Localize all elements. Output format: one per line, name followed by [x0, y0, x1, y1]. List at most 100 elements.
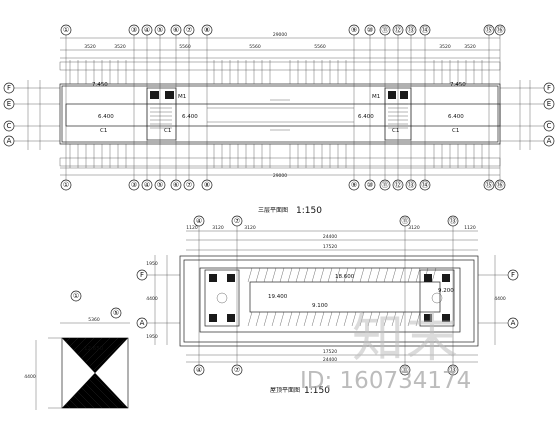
svg-text:⑯: ⑯: [497, 26, 504, 34]
svg-text:⑪: ⑪: [382, 26, 389, 34]
svg-text:⑨: ⑨: [351, 26, 357, 34]
svg-text:⑮: ⑮: [486, 181, 493, 189]
svg-text:③: ③: [131, 26, 137, 34]
svg-text:6.400: 6.400: [182, 114, 198, 120]
svg-text:④: ④: [196, 217, 202, 225]
floor-plan-3rd: 29000 3520 3520 5560 5560 5560 3520 3520…: [3, 24, 555, 216]
plan-scale: 1:150: [296, 206, 322, 216]
plan-overall-dim: 29000: [273, 32, 287, 38]
roof-detail: ① ⑤ 5360 4400 12.650: [24, 290, 130, 410]
svg-text:⑫: ⑫: [395, 26, 402, 34]
roof-level-2: 9.200: [438, 288, 454, 294]
svg-text:⑬: ⑬: [450, 366, 457, 374]
roof-title: 屋顶平面图: [270, 387, 300, 394]
svg-text:④: ④: [144, 26, 150, 34]
roof-plan: ④ ⑦ ⑪ ⑬ ④ ⑦ ⑪ ⑬ F A F A 24400 17520 1120…: [136, 215, 519, 396]
svg-text:⑦: ⑦: [234, 366, 240, 374]
svg-text:⑭: ⑭: [422, 181, 429, 189]
svg-text:3520: 3520: [114, 44, 126, 50]
axis-bubbles-bottom: ① ③ ④ ⑤ ⑥ ⑦ ⑧ ⑨ ⑩ ⑪ ⑫ ⑬ ⑭ ⑮ ⑯: [60, 179, 506, 191]
roof-overall-dim: 24400: [323, 234, 337, 240]
svg-text:C1: C1: [100, 128, 107, 134]
svg-text:F: F: [7, 84, 11, 92]
svg-text:C: C: [7, 122, 12, 130]
svg-text:6.400: 6.400: [448, 114, 464, 120]
svg-text:3120: 3120: [408, 225, 420, 231]
svg-text:F: F: [547, 84, 551, 92]
svg-text:⑨: ⑨: [351, 181, 357, 189]
roof-corner-blocks: [204, 269, 455, 327]
svg-text:C1: C1: [392, 128, 399, 134]
svg-text:6.400: 6.400: [358, 114, 374, 120]
svg-text:C1: C1: [452, 128, 459, 134]
svg-text:1950: 1950: [146, 334, 158, 340]
svg-text:A: A: [7, 137, 12, 145]
svg-text:7.450: 7.450: [450, 82, 466, 88]
svg-text:⑭: ⑭: [422, 26, 429, 34]
svg-text:⑬: ⑬: [408, 26, 415, 34]
axis-bubbles-side: F E C A F E C A: [3, 82, 555, 147]
svg-text:⑩: ⑩: [367, 26, 373, 34]
detail-level: 12.650: [84, 346, 104, 352]
roof-level-4: 9.100: [312, 303, 328, 309]
room-labels: 7.450 6.400 6.400 6.400 6.400 7.450 C1 C…: [92, 82, 466, 134]
svg-text:⑦: ⑦: [186, 181, 192, 189]
svg-text:3520: 3520: [84, 44, 96, 50]
column-ticks: [59, 60, 501, 168]
svg-text:17520: 17520: [323, 349, 337, 355]
svg-text:3120: 3120: [244, 225, 256, 231]
svg-text:5360: 5360: [88, 317, 100, 323]
svg-text:29000: 29000: [273, 173, 287, 179]
svg-text:F: F: [140, 271, 144, 279]
svg-text:⑪: ⑪: [402, 217, 409, 225]
svg-text:⑧: ⑧: [204, 181, 210, 189]
svg-text:⑮: ⑮: [486, 26, 493, 34]
svg-text:3520: 3520: [464, 44, 476, 50]
svg-text:A: A: [547, 137, 552, 145]
stair-core-right: [384, 87, 412, 141]
plan-title: 三层平面图: [258, 207, 288, 214]
roof-scale: 1:150: [304, 386, 330, 396]
svg-text:C: C: [547, 122, 552, 130]
svg-text:①: ①: [63, 26, 69, 34]
svg-text:⑬: ⑬: [408, 181, 415, 189]
svg-text:④: ④: [144, 181, 150, 189]
svg-text:⑬: ⑬: [450, 217, 457, 225]
svg-text:③: ③: [131, 181, 137, 189]
svg-text:3520: 3520: [439, 44, 451, 50]
svg-text:24400: 24400: [323, 357, 337, 363]
svg-text:⑥: ⑥: [173, 181, 179, 189]
svg-text:17520: 17520: [323, 244, 337, 250]
roof-level-1: 18.600: [335, 274, 355, 280]
svg-text:⑤: ⑤: [157, 181, 163, 189]
svg-text:⑧: ⑧: [204, 26, 210, 34]
roof-hatch: [247, 267, 437, 327]
stair-core-left: [146, 87, 177, 141]
svg-text:1120: 1120: [464, 225, 476, 231]
svg-text:7.450: 7.450: [92, 82, 108, 88]
svg-text:⑦: ⑦: [186, 26, 192, 34]
svg-text:⑤: ⑤: [113, 309, 119, 317]
svg-text:⑩: ⑩: [367, 181, 373, 189]
top-dims: 3520 3520 5560 5560 5560 3520 3520: [84, 44, 476, 50]
svg-text:4400: 4400: [146, 296, 158, 302]
plan-grid: [65, 35, 501, 180]
watermark-brand: 知末: [352, 309, 461, 369]
svg-text:①: ①: [63, 181, 69, 189]
svg-text:5560: 5560: [179, 44, 191, 50]
roof-top-dims: 1120 3120 3120 3120 1120: [186, 225, 476, 231]
svg-text:⑦: ⑦: [234, 217, 240, 225]
svg-text:5560: 5560: [314, 44, 326, 50]
svg-text:⑫: ⑫: [395, 181, 402, 189]
watermark-id: ID: 160734174: [300, 368, 472, 394]
svg-text:⑯: ⑯: [497, 181, 504, 189]
svg-text:A: A: [511, 319, 516, 327]
svg-text:3120: 3120: [212, 225, 224, 231]
svg-text:④: ④: [196, 366, 202, 374]
detail-hatch: [61, 337, 129, 409]
svg-text:E: E: [547, 100, 551, 108]
svg-text:A: A: [140, 319, 145, 327]
svg-text:①: ①: [73, 292, 79, 300]
svg-text:⑤: ⑤: [157, 26, 163, 34]
